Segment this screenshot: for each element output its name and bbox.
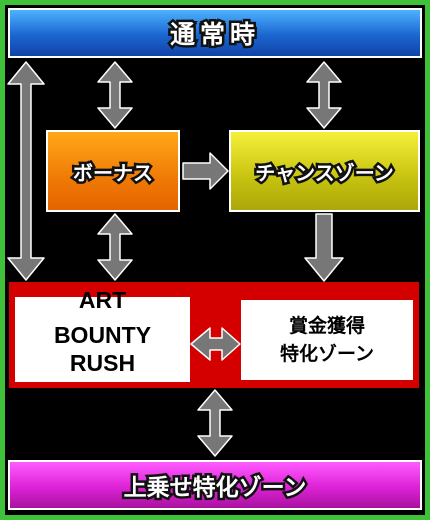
- reward-zone-line1: 賞金獲得: [288, 315, 365, 337]
- arrow-bonus-art: [97, 213, 133, 281]
- arrow-normal-bonus: [97, 61, 133, 129]
- art-name: BOUNTY RUSH: [15, 321, 190, 377]
- art-label: ART: [78, 287, 127, 313]
- art-name-line1: BOUNTY: [53, 322, 152, 348]
- chance-zone-box: チャンスゾーン: [229, 130, 420, 212]
- arrow-art-stack: [197, 389, 233, 457]
- arrow-normal-chance: [306, 61, 342, 129]
- arrow-art-reward: [190, 327, 241, 361]
- arrow-chance-art: [304, 213, 344, 282]
- arrow-normal-art: [7, 61, 45, 281]
- art-box: [15, 297, 190, 382]
- reward-zone-line2: 特化ゾーン: [279, 343, 375, 365]
- art-name-line2: RUSH: [69, 350, 136, 376]
- bonus-box: ボーナス: [46, 130, 180, 212]
- normal-mode-bar: 通常時: [8, 8, 422, 58]
- reward-zone-box: 賞金獲得 特化ゾーン: [241, 300, 413, 380]
- arrow-bonus-chance: [182, 152, 229, 190]
- stack-zone-bar: 上乗せ特化ゾーン: [8, 460, 422, 510]
